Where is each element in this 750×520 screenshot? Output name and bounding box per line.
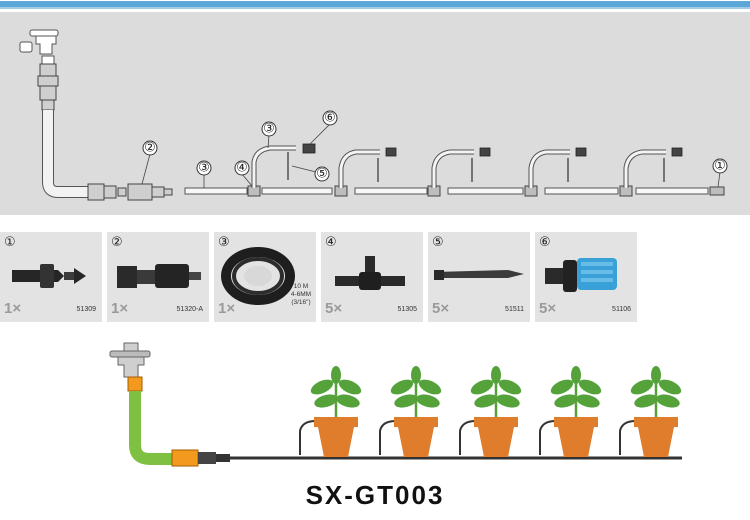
plant-pots <box>299 366 682 457</box>
hose-connector-icon <box>87 183 173 201</box>
part-code: 51511 <box>505 306 524 313</box>
installation-illustration <box>0 335 750 475</box>
tube-coil-icon <box>221 247 295 305</box>
green-hose <box>129 391 175 465</box>
dripper-icon <box>302 143 683 157</box>
hose-connector-icon <box>171 449 230 467</box>
label-2: ② <box>144 141 156 156</box>
tap-icon <box>19 29 59 65</box>
stake-icon <box>434 270 524 280</box>
label-5: ⑤ <box>316 167 328 182</box>
part-code: 51106 <box>612 306 631 313</box>
part-card-end-plug: ① 1× 51309 <box>0 232 102 322</box>
part-number: ① <box>4 235 16 250</box>
part-number: ⑥ <box>539 235 551 250</box>
end-plug-icon <box>709 186 725 196</box>
part-card-dripper: ⑥ 5× 51106 <box>535 232 637 322</box>
tubing-inch: (3/16") <box>291 299 311 306</box>
garden-hose <box>42 110 90 198</box>
label-3-branch: ③ <box>263 122 275 137</box>
adjustable-dripper-icon <box>545 258 617 292</box>
part-code: 51320-A <box>176 306 203 313</box>
end-plug-icon <box>12 264 86 288</box>
tee-connector-icon <box>335 256 405 290</box>
label-6: ⑥ <box>324 111 336 126</box>
assembly-diagram: ② ③ ④ <box>0 12 750 215</box>
main-line-tubing <box>184 187 709 195</box>
tap-adapter-icon <box>117 264 201 288</box>
part-number: ③ <box>218 235 230 250</box>
model-title: SX-GT003 <box>305 480 445 510</box>
part-number: ② <box>111 235 123 250</box>
part-card-tap-adapter: ② 1× 51320-A <box>107 232 209 322</box>
parts-list: ① 1× 51309 ② 1× 51320-A ③ 1× 10 M 4-6MM … <box>0 232 750 324</box>
part-number: ⑤ <box>432 235 444 250</box>
tubing-length: 10 M <box>293 283 309 290</box>
top-accent-bar <box>0 0 750 12</box>
part-number: ④ <box>325 235 337 250</box>
part-quantity: 5× <box>539 300 557 317</box>
faucet-icon <box>109 342 151 392</box>
part-quantity: 1× <box>111 300 129 317</box>
part-card-tubing: ③ 1× 10 M 4-6MM (3/16") <box>214 232 316 322</box>
part-code: 51305 <box>397 306 417 313</box>
part-quantity: 1× <box>218 300 236 317</box>
part-quantity: 1× <box>4 300 22 317</box>
part-card-tee: ④ 5× 51305 <box>321 232 423 322</box>
part-card-stake: ⑤ 5× 51511 <box>428 232 530 322</box>
part-quantity: 5× <box>432 300 450 317</box>
stake-icon <box>287 152 665 182</box>
label-3-tube: ③ <box>198 161 210 176</box>
part-code: 51309 <box>76 306 96 313</box>
tubing-diameter: 4-6MM <box>290 291 312 298</box>
label-4: ④ <box>236 161 248 176</box>
tubing-spec: 10 M 4-6MM (3/16") <box>287 283 315 307</box>
label-1: ① <box>714 159 726 174</box>
part-quantity: 5× <box>325 300 343 317</box>
tap-connector-icon <box>37 63 59 111</box>
